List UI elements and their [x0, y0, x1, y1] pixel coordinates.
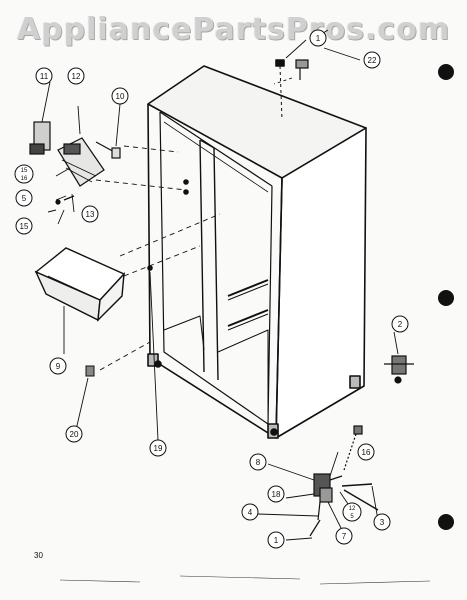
leader-lines — [41, 29, 399, 541]
callout-19: 19 — [149, 439, 167, 457]
water-valve-assembly — [309, 425, 379, 537]
callout-label: 11 — [40, 72, 49, 81]
callouts: 11 12 10 15 16 5 13 15 9 20 19 1 22 2 8 … — [14, 29, 409, 549]
callout-label: 2 — [398, 320, 403, 329]
callout-label: 1 — [274, 536, 279, 545]
callout-label: 22 — [368, 56, 377, 65]
callout-12: 12 — [67, 67, 85, 85]
callout-label: 13 — [86, 210, 95, 219]
callout-label: 1 — [316, 34, 321, 43]
callout-label: 16 — [362, 448, 371, 457]
callout-4: 4 — [241, 503, 259, 521]
callout-label: 15 — [20, 222, 29, 231]
callout-15: 15 — [15, 217, 33, 235]
registration-dot-2 — [438, 290, 454, 306]
callout-label: 7 — [342, 532, 347, 541]
callout-17: 16 — [357, 443, 375, 461]
side-valve — [384, 355, 414, 384]
callout-9: 9 — [49, 357, 67, 375]
clip-part — [85, 365, 95, 377]
callout-18: 18 — [267, 485, 285, 503]
callout-label: 18 — [272, 490, 281, 499]
callout-label: 19 — [154, 444, 163, 453]
callout-label: 10 — [116, 92, 125, 101]
callout-label: 8 — [256, 458, 261, 467]
callout-label: 5 — [22, 194, 27, 203]
scan-noise — [59, 575, 431, 585]
registration-dot-1 — [438, 64, 454, 80]
callout-1: 1 — [267, 531, 285, 549]
callout-13: 13 — [81, 205, 99, 223]
callout-1-top: 1 — [309, 29, 327, 47]
callout-label: 20 — [70, 430, 79, 439]
callout-8: 8 — [249, 453, 267, 471]
callout-15-16: 15 16 — [14, 164, 34, 184]
watermark: AppliancePartsPros.com — [16, 12, 451, 47]
fill-tube — [95, 141, 121, 159]
callout-label: 9 — [56, 362, 61, 371]
callout-label: 5 — [350, 514, 354, 520]
callout-label: 16 — [21, 176, 28, 182]
ice-bin — [34, 247, 126, 322]
callout-20: 20 — [65, 425, 83, 443]
refrigerator-cabinet — [147, 59, 367, 439]
page-number: 30 — [34, 551, 43, 560]
callout-7: 7 — [335, 527, 353, 545]
callout-3: 3 — [373, 513, 391, 531]
callout-label: 12 — [349, 506, 356, 512]
callout-11: 11 — [35, 67, 53, 85]
callout-label: 15 — [21, 168, 28, 174]
callout-10: 10 — [111, 87, 129, 105]
ice-maker-assembly — [29, 121, 105, 213]
callout-label: 3 — [380, 518, 385, 527]
registration-dot-3 — [438, 514, 454, 530]
top-fitting — [295, 59, 309, 80]
callout-22: 22 — [363, 51, 381, 69]
callout-label: 4 — [248, 508, 253, 517]
callout-2: 2 — [391, 315, 409, 333]
callout-label: 12 — [72, 72, 81, 81]
callout-5: 5 — [15, 189, 33, 207]
callout-12-5: 12 5 — [342, 502, 362, 522]
